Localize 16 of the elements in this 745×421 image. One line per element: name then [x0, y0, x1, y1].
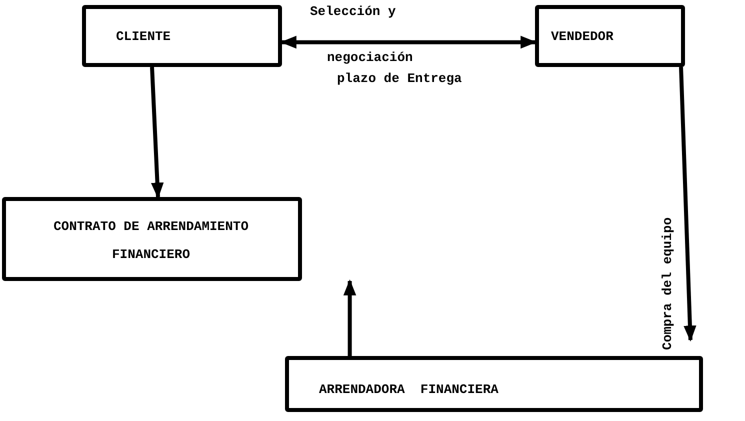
node-text: ARRENDADORA FINANCIERA [319, 382, 498, 397]
arrow [150, 66, 164, 199]
process-box [2, 197, 302, 281]
arrow [280, 36, 537, 49]
process-box [285, 356, 703, 412]
note-text: negociación [325, 50, 415, 65]
node-text: VENDEDOR [551, 29, 614, 44]
arrow [679, 66, 696, 342]
arrow [343, 279, 356, 356]
note-text: plazo de Entrega [335, 71, 464, 86]
process-box [82, 5, 282, 67]
edge-label: Selección y [308, 4, 398, 19]
process-box [535, 5, 685, 67]
node-text: CONTRATO DE ARRENDAMIENTO FINANCIERO [52, 218, 250, 264]
node-text: CLIENTE [116, 29, 171, 44]
edge-label: Compra del equipo [660, 215, 675, 352]
